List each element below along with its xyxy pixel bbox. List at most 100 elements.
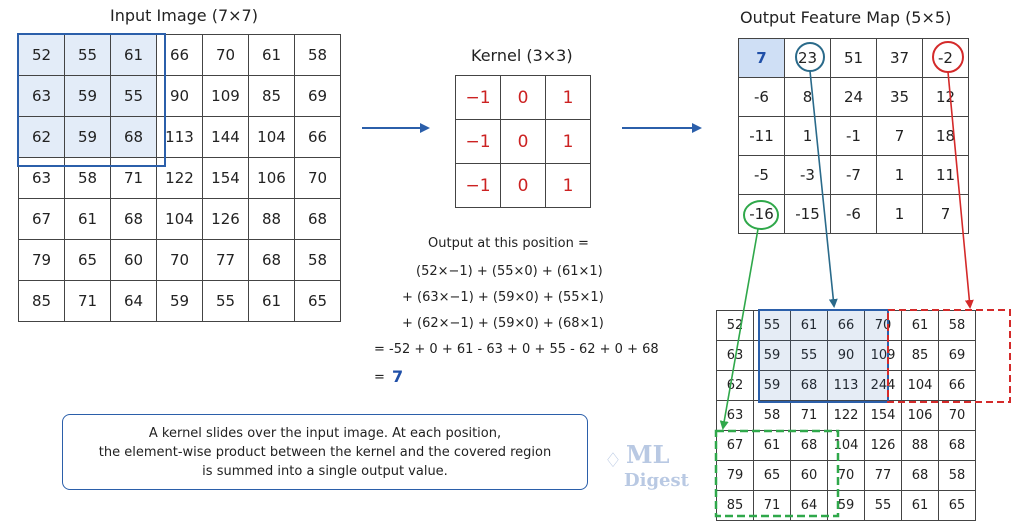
output-cell: -5 — [738, 155, 785, 195]
input-cell: 52 — [18, 34, 65, 76]
output-cell: 23 — [784, 38, 831, 78]
book-icon: ♢ — [604, 448, 622, 472]
output-cell: -11 — [738, 116, 785, 156]
input-cell: 66 — [294, 116, 341, 158]
output-cell: -3 — [784, 155, 831, 195]
region-cell: 58 — [938, 460, 976, 491]
input-cell: 104 — [248, 116, 295, 158]
output-cell: 1 — [876, 194, 923, 234]
kernel-cell: 1 — [545, 119, 591, 164]
input-cell: 104 — [156, 198, 203, 240]
output-cell: 1 — [876, 155, 923, 195]
region-cell: 61 — [901, 490, 939, 521]
description-line-2: the element-wise product between the ker… — [98, 444, 552, 460]
input-cell: 154 — [202, 157, 249, 199]
output-cell: 37 — [876, 38, 923, 78]
output-cell: 35 — [876, 77, 923, 117]
input-cell: 55 — [202, 280, 249, 322]
output-cell: 1 — [784, 116, 831, 156]
region-cell: 60 — [790, 460, 828, 491]
input-cell: 64 — [110, 280, 157, 322]
input-cell: 58 — [294, 239, 341, 281]
input-cell: 63 — [18, 75, 65, 117]
input-cell: 70 — [156, 239, 203, 281]
region-cell: 77 — [864, 460, 902, 491]
calc-heading: Output at this position = — [428, 236, 589, 251]
region-cell: 55 — [790, 340, 828, 371]
kernel-cell: 0 — [500, 163, 546, 208]
region-cell: 109 — [864, 340, 902, 371]
calc-result-equals: = — [374, 370, 385, 385]
output-cell: 12 — [922, 77, 969, 117]
input-cell: 59 — [64, 116, 111, 158]
region-cell: 65 — [938, 490, 976, 521]
input-cell: 58 — [294, 34, 341, 76]
output-cell: 7 — [922, 194, 969, 234]
input-cell: 122 — [156, 157, 203, 199]
region-cell: 68 — [938, 430, 976, 461]
output-cell: 24 — [830, 77, 877, 117]
input-cell: 59 — [64, 75, 111, 117]
output-cell: -6 — [830, 194, 877, 234]
output-cell: 11 — [922, 155, 969, 195]
input-cell: 85 — [248, 75, 295, 117]
input-cell: 85 — [18, 280, 65, 322]
input-cell: 68 — [248, 239, 295, 281]
region-cell: 61 — [790, 310, 828, 341]
region-cell: 52 — [716, 310, 754, 341]
region-cell: 67 — [716, 430, 754, 461]
region-cell: 66 — [827, 310, 865, 341]
region-cell: 70 — [864, 310, 902, 341]
calc-line-3: + (62×−1) + (59×0) + (68×1) — [402, 316, 604, 331]
output-cell: 51 — [830, 38, 877, 78]
output-cell: 18 — [922, 116, 969, 156]
logo-line-digest: Digest — [624, 470, 689, 491]
region-cell: 69 — [938, 340, 976, 371]
region-cell: 55 — [864, 490, 902, 521]
input-title: Input Image (7×7) — [110, 6, 258, 25]
input-cell: 61 — [64, 198, 111, 240]
region-cell: 55 — [753, 310, 791, 341]
input-cell: 106 — [248, 157, 295, 199]
kernel-cell: −1 — [455, 75, 501, 120]
input-cell: 144 — [202, 116, 249, 158]
input-cell: 61 — [248, 34, 295, 76]
region-cell: 79 — [716, 460, 754, 491]
input-cell: 113 — [156, 116, 203, 158]
input-cell: 109 — [202, 75, 249, 117]
region-cell: 58 — [753, 400, 791, 431]
kernel-cell: −1 — [455, 119, 501, 164]
input-cell: 63 — [18, 157, 65, 199]
kernel-title: Kernel (3×3) — [471, 46, 573, 65]
input-cell: 58 — [64, 157, 111, 199]
logo-line-ml: ML — [626, 440, 670, 469]
output-cell: 7 — [876, 116, 923, 156]
input-cell: 71 — [110, 157, 157, 199]
kernel-cell: 0 — [500, 119, 546, 164]
region-cell: 122 — [827, 400, 865, 431]
calc-line-1: (52×−1) + (55×0) + (61×1) — [416, 264, 603, 279]
output-cell: -16 — [738, 194, 785, 234]
region-cell: 88 — [901, 430, 939, 461]
calc-line-2: + (63×−1) + (59×0) + (55×1) — [402, 290, 604, 305]
kernel-cell: 0 — [500, 75, 546, 120]
output-cell: -6 — [738, 77, 785, 117]
region-cell: 90 — [827, 340, 865, 371]
output-cell: -7 — [830, 155, 877, 195]
output-cell: -2 — [922, 38, 969, 78]
